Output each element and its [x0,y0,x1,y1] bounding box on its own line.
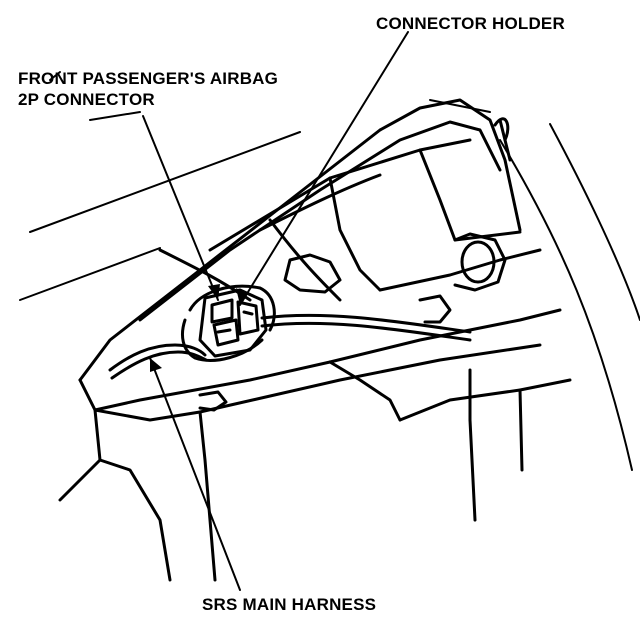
srs-main-harness-text: SRS MAIN HARNESS [202,595,377,614]
two-p-connector-text: 2P CONNECTOR [18,90,155,109]
front-passenger-airbag-text: FRONT PASSENGER'S AIRBAG [18,69,279,88]
leader-arrowheads [150,284,247,372]
lower-dash-panel [58,294,572,582]
connector-holder-label: CONNECTOR HOLDER [376,13,565,34]
srs-main-harness-label: SRS MAIN HARNESS [202,594,376,615]
harness-wires [108,117,512,380]
glove-box-housing [78,98,542,382]
connector-assembly [181,284,276,362]
connector-holder-text: CONNECTOR HOLDER [376,14,565,33]
mounting-bracket [283,232,507,294]
dashboard-outline [19,71,640,471]
front-passenger-airbag-connector-label: FRONT PASSENGER'S AIRBAG 2P CONNECTOR [18,68,278,110]
leader-lines [142,31,409,591]
